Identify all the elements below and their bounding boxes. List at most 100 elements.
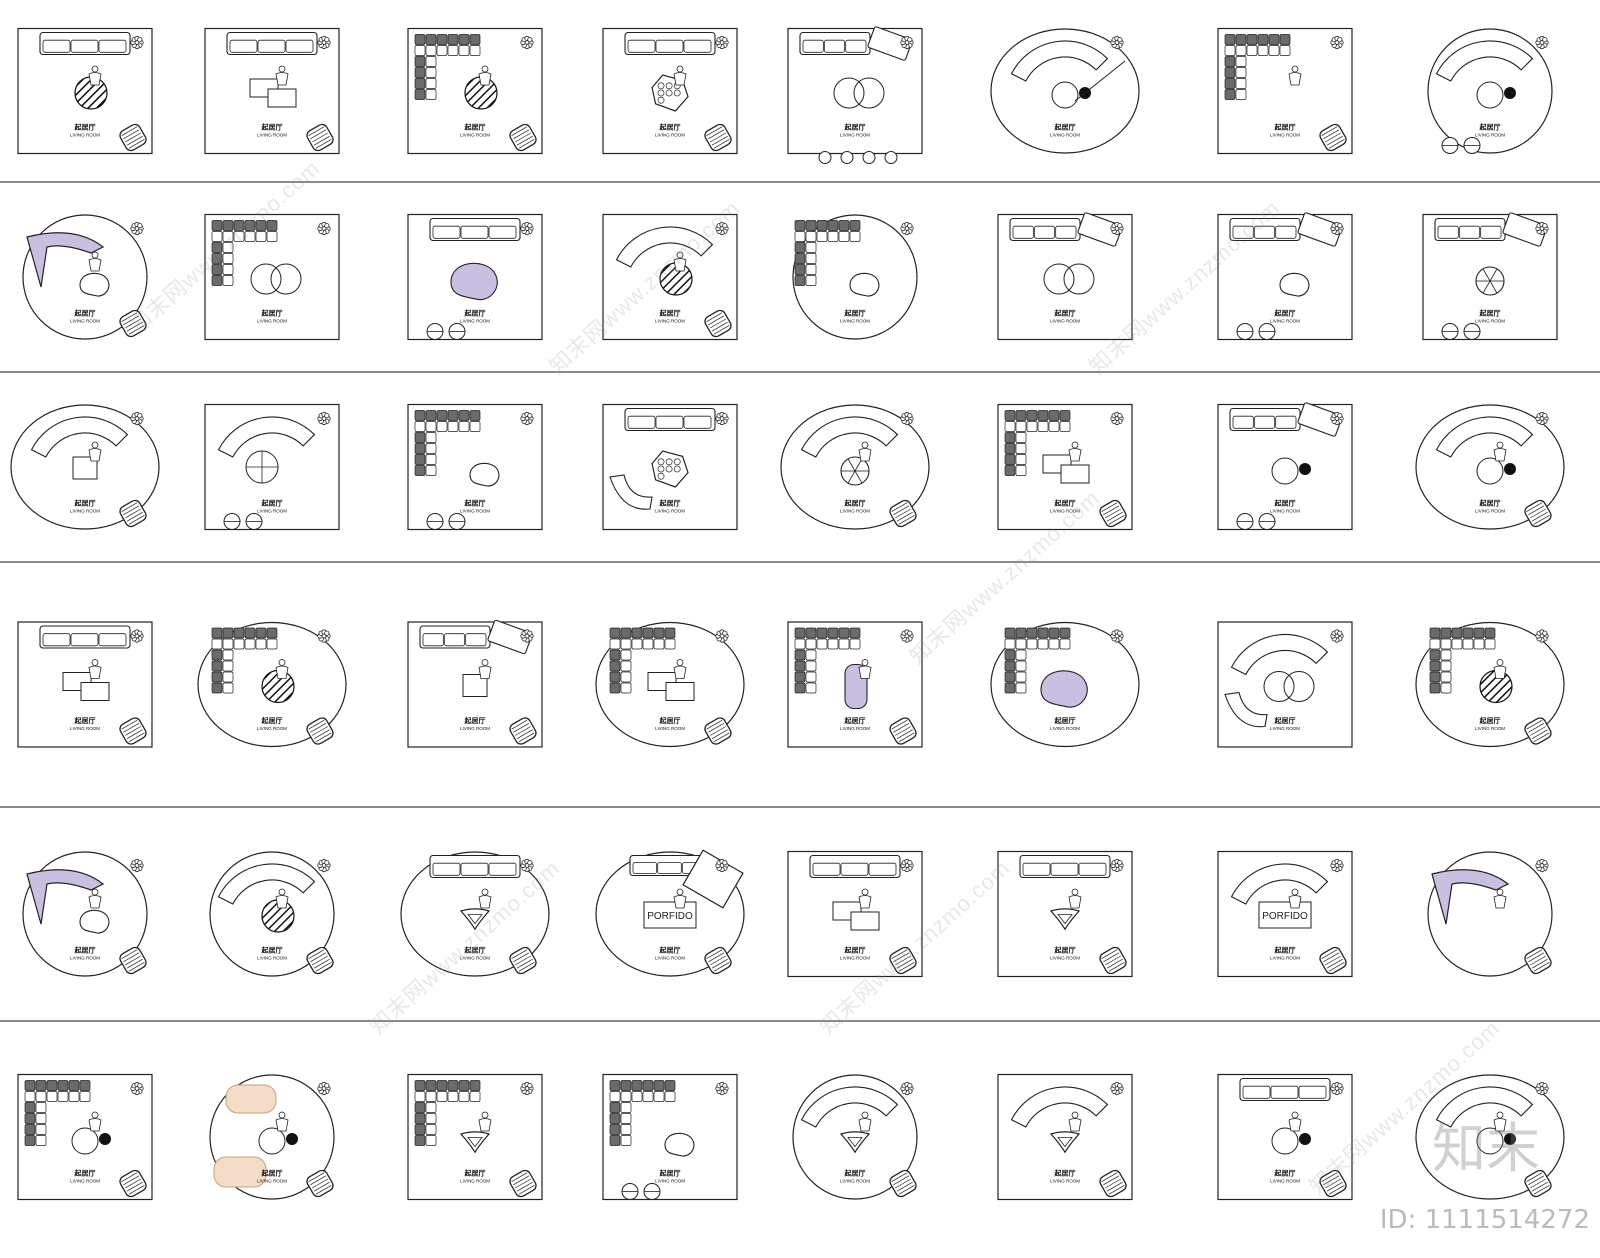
- lavender-sofa: [26, 232, 105, 288]
- wicker-chair-weave: [896, 958, 913, 969]
- room-label-en: LIVING ROOM: [70, 726, 100, 731]
- plant-leaf: [1542, 860, 1548, 866]
- wheel-table-spoke: [854, 470, 863, 484]
- sofa-cushion: [1224, 56, 1236, 67]
- person-head: [91, 441, 99, 449]
- plant: [900, 411, 914, 426]
- sectional-chaise: [1077, 212, 1123, 247]
- sofa-cushion: [458, 421, 470, 432]
- sofa-cushion: [642, 1091, 654, 1102]
- sofa-cushion: [458, 45, 470, 56]
- person-figure: [275, 888, 289, 909]
- wheel-table-spoke: [1489, 280, 1498, 294]
- rug-outline: [997, 1073, 1133, 1201]
- person-body: [478, 1118, 492, 1132]
- sofa-cushion: [1078, 862, 1107, 876]
- rug-outline: [997, 850, 1133, 978]
- wicker-chair-weave: [1531, 958, 1548, 969]
- wicker-chair: [704, 123, 732, 152]
- modular-sofa-grid: [794, 220, 861, 242]
- sofa-cushion: [414, 34, 426, 45]
- modular-sofa-grid: [1004, 649, 1027, 694]
- sofa-cushion: [1235, 34, 1247, 45]
- sofa-cushion: [447, 421, 459, 432]
- plant: [1535, 858, 1549, 873]
- person-head: [861, 888, 869, 896]
- person-head: [1496, 888, 1504, 896]
- person-figure: [1288, 888, 1302, 909]
- plant-leaf: [722, 413, 728, 419]
- room-label-en: LIVING ROOM: [257, 509, 287, 514]
- wicker-chair-weave: [708, 723, 725, 733]
- plant: [1535, 411, 1549, 426]
- room-label-en: LIVING ROOM: [1475, 509, 1505, 514]
- sofa-cushion: [1437, 225, 1459, 239]
- sofa-cushion: [664, 627, 676, 639]
- wicker-chair: [306, 1169, 334, 1198]
- person-figure: [275, 65, 289, 86]
- wicker-chair-weave: [1323, 952, 1340, 963]
- sofa-cushion: [266, 220, 278, 231]
- sofa-cushion: [849, 627, 861, 639]
- stone-table: [651, 450, 689, 488]
- room-label-en: LIVING ROOM: [655, 956, 685, 961]
- room-label-en: LIVING ROOM: [1050, 1179, 1080, 1184]
- sofa-cushion: [68, 1080, 80, 1091]
- sofa-cushion: [24, 1135, 36, 1146]
- person-figure: [858, 888, 872, 909]
- sofa-cushion: [414, 67, 426, 78]
- plant-leaf: [1337, 413, 1343, 419]
- modular-sofa-grid: [414, 432, 437, 476]
- person-head: [861, 1111, 869, 1119]
- sofa: [1434, 217, 1506, 242]
- curved-sofa: [217, 416, 316, 458]
- sofa-cushion: [1429, 649, 1441, 661]
- wicker-chair-weave: [123, 723, 140, 733]
- wicker-chair-weave: [126, 511, 143, 522]
- sofa-cushion: [79, 1091, 91, 1102]
- sofa-cushion: [1429, 682, 1441, 694]
- person-head: [1071, 888, 1079, 896]
- plant-leaf: [324, 37, 330, 43]
- sofa-cushion: [211, 275, 223, 286]
- lounge-chair: [1224, 691, 1268, 728]
- sofa-cushion: [840, 862, 869, 876]
- sofa-cushion: [653, 627, 665, 639]
- rug-outline: [17, 621, 153, 748]
- wicker-chair-weave: [313, 729, 330, 739]
- sofa-cushion: [838, 627, 850, 639]
- plant: [130, 629, 144, 643]
- plant: [520, 858, 534, 873]
- wicker-chair-weave: [711, 958, 728, 969]
- person-head: [481, 1111, 489, 1119]
- sofa-cushion: [35, 1113, 47, 1124]
- wicker-chair-weave: [312, 1178, 328, 1189]
- round-rug-outline: [792, 1074, 918, 1200]
- sofa-cushion: [1451, 627, 1463, 639]
- plant-leaf: [907, 413, 913, 419]
- sofa-cushion: [425, 410, 437, 421]
- room-label-cn: 起居厅: [659, 1169, 681, 1178]
- round-rug-outline: [792, 214, 918, 340]
- wicker-chair-weave: [123, 1175, 140, 1186]
- sofa-cushion: [98, 633, 127, 647]
- wicker-chair-weave: [511, 1172, 528, 1182]
- person-body: [673, 72, 687, 86]
- sofa-cushion: [1015, 421, 1027, 432]
- sofa-cushion: [642, 1080, 654, 1091]
- wicker-chair-weave: [1526, 502, 1543, 512]
- sofa-cushion: [24, 1102, 36, 1113]
- wicker-chair-weave: [516, 1181, 533, 1192]
- plant: [715, 858, 729, 873]
- wicker-chair-weave: [516, 135, 533, 146]
- stone-table-pebble: [657, 89, 665, 97]
- sofa-cushion: [211, 264, 223, 275]
- plant-leaf: [137, 223, 143, 229]
- person-figure: [1068, 441, 1082, 462]
- room-label-cn: 起居厅: [74, 309, 96, 318]
- plant-leaf: [324, 1083, 330, 1089]
- sofa-cushion: [460, 862, 489, 876]
- sofa-cushion: [802, 39, 824, 53]
- rug-outline: [204, 403, 340, 531]
